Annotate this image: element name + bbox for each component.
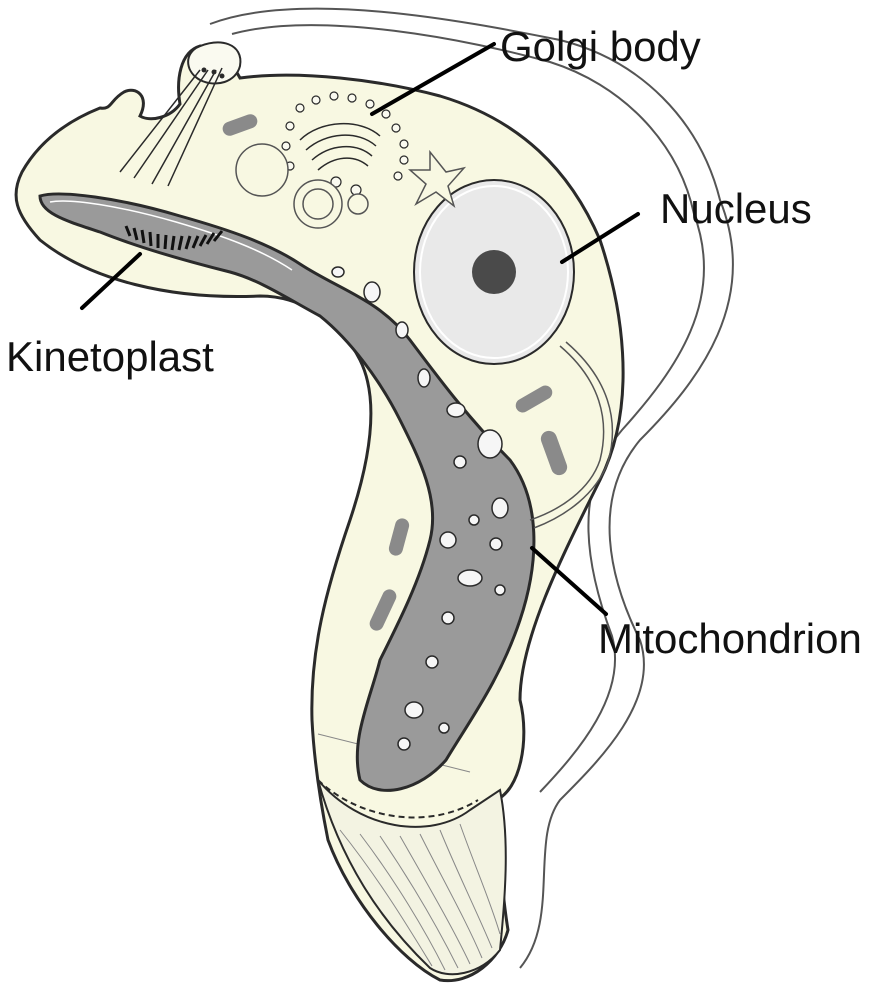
nucleus-label: Nucleus	[660, 188, 812, 230]
kinetoplast-label: Kinetoplast	[6, 336, 214, 378]
mitochondrion-label: Mitochondrion	[598, 618, 862, 660]
nucleus	[414, 180, 574, 364]
nucleolus	[472, 250, 516, 294]
golgi-body-label: Golgi body	[500, 26, 701, 68]
flagellar-pocket	[188, 42, 240, 83]
